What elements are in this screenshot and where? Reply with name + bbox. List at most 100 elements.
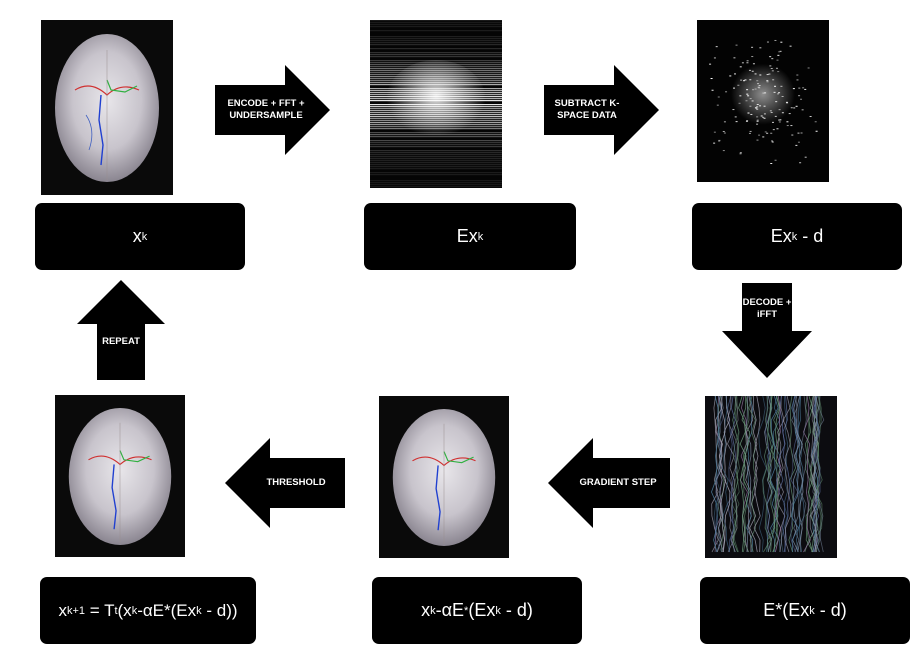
residual-speck: [723, 132, 726, 134]
residual-speck: [733, 57, 736, 59]
kspace-line: [370, 146, 502, 148]
alias-streak: [770, 396, 779, 553]
label-text: E*(Ex: [763, 600, 810, 620]
kspace-line: [370, 156, 502, 158]
kspace-line: [370, 150, 502, 152]
residual-speck: [770, 162, 773, 164]
kspace-line: [370, 158, 502, 160]
residual-speck: [804, 156, 807, 158]
residual-speck: [771, 58, 774, 60]
alias-streak: [795, 396, 804, 553]
kspace-line: [370, 154, 502, 156]
kspace-line: [370, 184, 502, 186]
kspace-line: [370, 42, 502, 44]
label-text: x: [132, 226, 142, 246]
kspace-line: [370, 36, 502, 38]
subtract-arrow-label: SUBTRACT K-SPACE DATA: [554, 98, 620, 121]
residual-speck: [771, 141, 774, 143]
residual-speck: [718, 140, 721, 142]
residual-speck: [815, 130, 818, 132]
gradient-step-arrow-label: GRADIENT STEP: [579, 477, 657, 488]
alias-streak: [777, 396, 786, 553]
residual-speck: [780, 41, 783, 43]
residual-speck: [722, 131, 725, 133]
alias-streak: [812, 396, 821, 553]
decode-arrow-label: DECODE + iFFT: [742, 297, 792, 320]
alias-streak: [788, 396, 797, 553]
kspace-line: [370, 174, 502, 176]
kspace-line: [370, 38, 502, 40]
kspace-line: [370, 180, 502, 182]
label-text: (x: [117, 600, 132, 620]
label-sub: k+1: [66, 604, 85, 617]
label-sub: k: [809, 604, 815, 617]
residual-speck: [759, 47, 762, 49]
residual-speck: [777, 54, 780, 56]
residual-speck: [709, 63, 712, 65]
kspace-line: [370, 140, 502, 142]
alias-streak: [782, 396, 792, 553]
alias-streak: [810, 396, 819, 553]
residual-speck: [718, 139, 721, 141]
residual-speck: [751, 56, 754, 58]
label-sub: k: [141, 230, 148, 243]
alias-streak: [714, 396, 723, 553]
alias-streak: [711, 396, 720, 553]
label-sub: k: [791, 230, 798, 243]
residual-speck: [713, 57, 716, 59]
residual-speck: [746, 60, 749, 62]
alias-streak: [813, 396, 823, 553]
kspace-line: [370, 144, 502, 146]
kspace-image: [370, 20, 502, 188]
residual-speck: [791, 134, 794, 136]
residual-speck: [756, 139, 759, 141]
alias-streak: [758, 396, 767, 553]
label-text: - d): [500, 600, 533, 620]
label-text: x: [58, 600, 67, 620]
residual-speck: [776, 59, 779, 61]
label-sub: k: [430, 604, 436, 617]
alias-streak: [796, 396, 804, 553]
residual-speck: [801, 109, 804, 111]
alias-streak: [741, 396, 751, 553]
alias-streak: [778, 396, 786, 553]
residual-speck: [797, 132, 800, 134]
alias-streak: [717, 396, 725, 553]
residual-speck: [789, 45, 792, 47]
residual-speck: [715, 46, 718, 48]
gradient-step-arrow: GRADIENT STEP: [548, 438, 670, 528]
alias-streak: [730, 396, 737, 553]
alias-streak: [774, 396, 782, 553]
alias-streak: [811, 396, 820, 553]
repeat-arrow: REPEAT: [77, 280, 165, 380]
label-sub: k: [131, 604, 138, 617]
residual-speck: [739, 153, 742, 155]
kspace-line: [370, 26, 502, 28]
residual-speck: [766, 41, 769, 43]
alias-streak: [803, 396, 811, 553]
residual-speck: [713, 142, 716, 144]
alias-streak: [730, 396, 739, 553]
kspace-icon: [370, 20, 502, 188]
label-text: Ex: [770, 226, 792, 246]
residual-speck: [796, 74, 799, 76]
label-text: - d)): [201, 600, 238, 620]
alias-streak: [767, 396, 775, 553]
alias-streak: [726, 396, 735, 553]
arrow-right-icon: [544, 65, 659, 155]
residual-speck: [762, 136, 765, 138]
alias-streak: [711, 396, 719, 553]
alias-streak: [731, 396, 740, 553]
residual-speck: [779, 50, 782, 52]
threshold-arrow: THRESHOLD: [225, 438, 345, 528]
alias-streak: [791, 396, 800, 553]
label-sub: t: [114, 604, 118, 617]
residual-speck: [751, 46, 754, 48]
alias-streak: [749, 396, 758, 553]
subtract-arrow: SUBTRACT K-SPACE DATA: [544, 65, 659, 155]
brain-mri-image-threshold: [55, 395, 185, 557]
arrow-up-icon: [77, 280, 165, 380]
residual-speck: [735, 44, 738, 46]
